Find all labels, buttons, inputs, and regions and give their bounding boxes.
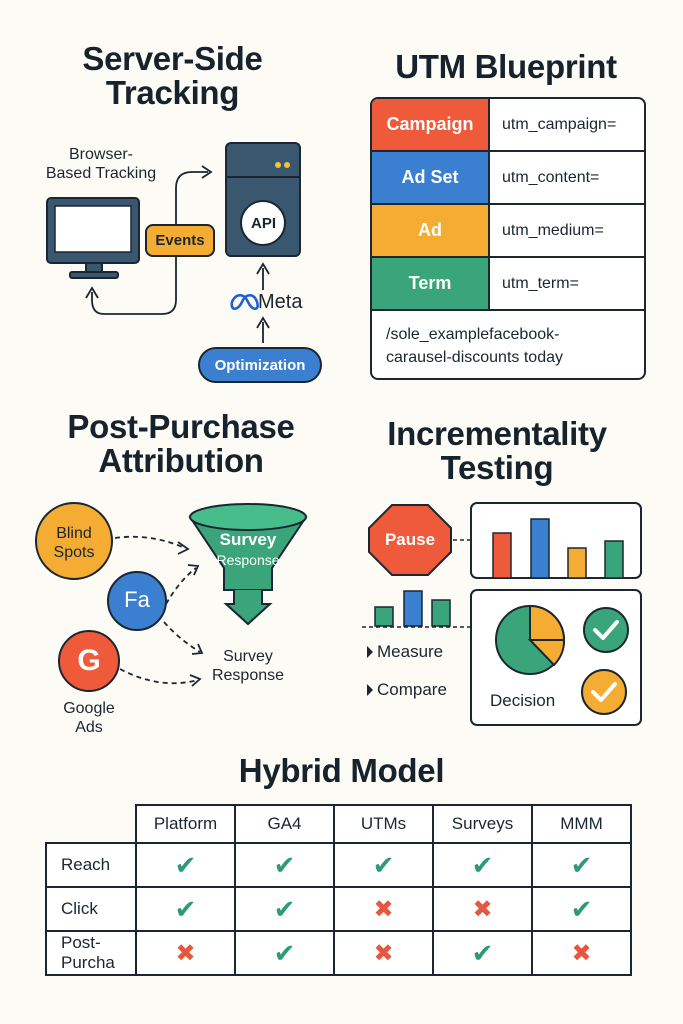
meta-label: Meta — [258, 291, 303, 313]
utm-title: UTM Blueprint — [395, 48, 617, 85]
optimization-button: Optimization — [198, 347, 322, 383]
blind-spots-label: Blind Spots — [53, 525, 95, 561]
cross-icon: ✖ — [432, 886, 533, 932]
pause-label: Pause — [384, 530, 436, 549]
hybrid-title: Hybrid Model — [238, 752, 445, 789]
events-badge: Events — [145, 224, 215, 257]
utm-value: utm_campaign= — [502, 115, 617, 133]
facebook-ads-circle — [107, 571, 167, 631]
column-header: Platform — [135, 804, 236, 844]
check-icon: ✔ — [531, 886, 632, 932]
check-icon — [581, 669, 627, 715]
row-label: Click — [45, 886, 137, 932]
post-purchase-title: Post-Purchase Attribution — [67, 408, 295, 479]
google-ads-label: Google Ads — [63, 700, 115, 736]
blind-spots-circle — [35, 502, 113, 580]
check-icon: ✔ — [234, 930, 335, 976]
post-purchase-diagram — [35, 502, 308, 692]
survey-funnel-icon — [188, 503, 308, 626]
cross-icon: ✖ — [333, 930, 434, 976]
cross-icon: ✖ — [333, 886, 434, 932]
utm-row-term: Term utm_term= — [372, 258, 644, 311]
row-label: Reach — [45, 842, 137, 888]
utm-row-campaign: Campaign utm_campaign= — [372, 99, 644, 152]
check-icon: ✔ — [333, 842, 434, 888]
cross-icon: ✖ — [531, 930, 632, 976]
check-icon — [583, 607, 629, 653]
survey-response-label: Survey Response — [211, 648, 285, 684]
utm-row-adset: Ad Set utm_content= — [372, 152, 644, 205]
column-header: MMM — [531, 804, 632, 844]
utm-value: utm_term= — [502, 274, 579, 292]
utm-url-example: /sole_examplefacebook- carausel-discount… — [386, 326, 563, 366]
compare-label: Compare — [377, 680, 447, 699]
incrementality-diagram — [362, 502, 642, 726]
monitor-icon — [46, 197, 140, 279]
server-diagram — [46, 142, 301, 343]
utm-key: Ad — [372, 205, 490, 256]
utm-key: Term — [372, 258, 490, 309]
check-icon: ✔ — [432, 930, 533, 976]
to-server-arrow — [175, 171, 208, 230]
utm-row-ad: Ad utm_medium= — [372, 205, 644, 258]
incrementality-title: Incrementality Testing — [387, 415, 607, 486]
column-header: GA4 — [234, 804, 335, 844]
utm-key: Ad Set — [372, 152, 490, 203]
google-circle — [58, 630, 120, 692]
fa-label: Fa — [124, 587, 150, 612]
measure-label: Measure — [377, 642, 444, 661]
check-icon: ✔ — [234, 886, 335, 932]
return-arrow — [91, 235, 177, 315]
column-header: Surveys — [432, 804, 533, 844]
column-header: UTMs — [333, 804, 434, 844]
row-label: Post- Purcha — [45, 930, 137, 976]
check-icon: ✔ — [135, 842, 236, 888]
check-icon: ✔ — [531, 842, 632, 888]
api-label: API — [250, 215, 276, 232]
browser-tracking-label: Browser- Based Tracking — [45, 146, 157, 182]
meta-logo-icon — [230, 293, 259, 311]
funnel-response-text: Response — [216, 552, 280, 568]
server-icon — [225, 142, 301, 257]
cross-icon: ✖ — [135, 930, 236, 976]
google-g-icon: G — [77, 644, 101, 677]
pause-stop-icon — [368, 504, 452, 576]
utm-value: utm_medium= — [502, 221, 604, 239]
utm-table: Campaign utm_campaign= Ad Set utm_conten… — [370, 97, 646, 380]
funnel-survey-text: Survey — [219, 530, 277, 549]
utm-key: Campaign — [372, 99, 490, 150]
check-icon: ✔ — [432, 842, 533, 888]
server-side-title: Server-Side Tracking — [82, 40, 263, 111]
check-icon: ✔ — [135, 886, 236, 932]
decision-label: Decision — [490, 691, 556, 710]
check-icon: ✔ — [234, 842, 335, 888]
utm-value: utm_content= — [502, 168, 600, 186]
